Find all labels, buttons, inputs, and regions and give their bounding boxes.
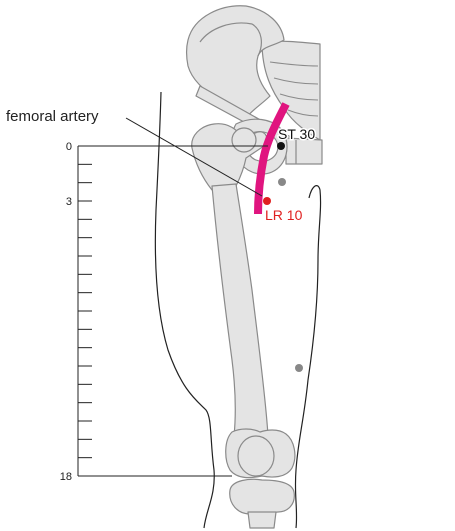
femoral-artery	[254, 102, 290, 215]
femur-shaft	[211, 183, 269, 437]
point-gray-upper	[278, 178, 286, 186]
thigh-outline-right	[294, 185, 322, 529]
st30-label: ST 30	[278, 126, 315, 142]
sacrum-ridges	[269, 61, 319, 117]
femoral-head	[231, 127, 257, 153]
tibia-head	[229, 478, 295, 515]
thigh-outline-left	[154, 91, 215, 529]
measurement-scale	[77, 145, 268, 477]
lr10-label: LR 10	[265, 207, 303, 223]
tibia-shaft	[247, 511, 277, 529]
femoral-artery-label: femoral artery	[6, 108, 99, 125]
lr10-point	[263, 197, 271, 205]
skeleton	[185, 5, 323, 529]
thigh-outline	[154, 91, 322, 529]
scale-label-18: 18	[60, 471, 72, 483]
scale-label-0: 0	[66, 141, 72, 153]
artery-leader-line	[125, 117, 263, 197]
ilium-inner	[199, 22, 262, 57]
point-gray-lower	[295, 364, 303, 372]
patella	[237, 435, 275, 477]
scale-ticks	[78, 163, 92, 459]
scale-label-3: 3	[66, 196, 72, 208]
st30-point	[277, 142, 285, 150]
